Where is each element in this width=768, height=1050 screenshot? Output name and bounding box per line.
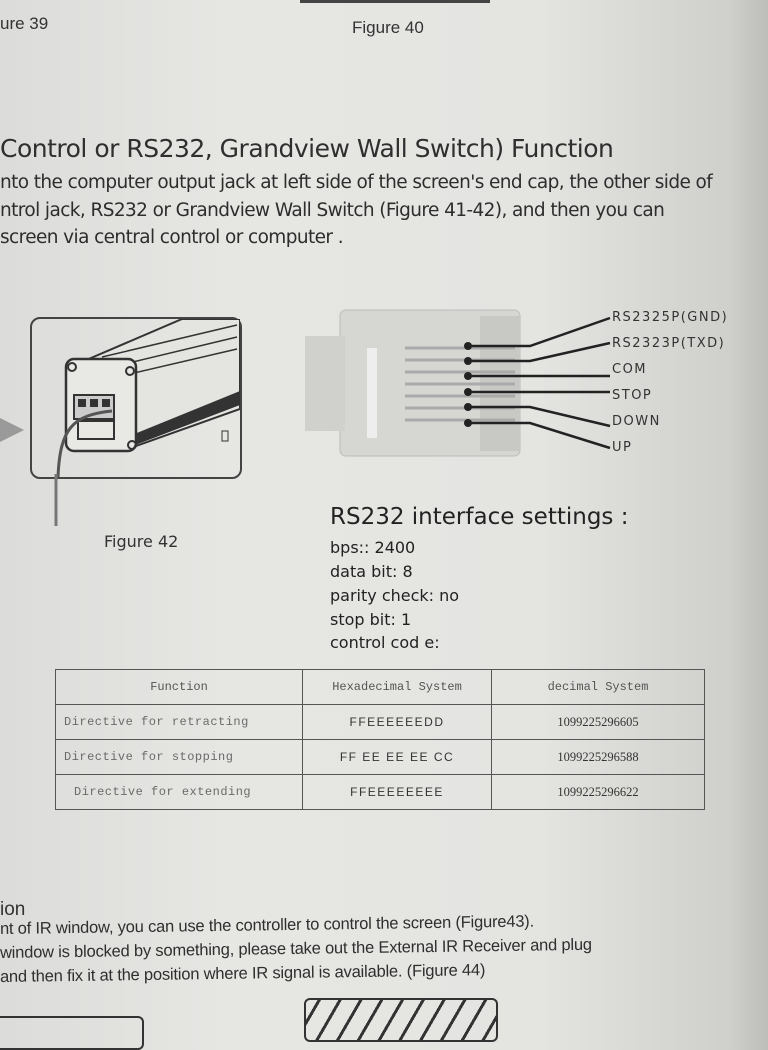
cell-hex: FFEEEEEEDD bbox=[302, 704, 492, 740]
setting-parity: parity check: no bbox=[330, 586, 460, 605]
header-function: Function bbox=[55, 669, 303, 705]
setting-stop-bit: stop bit: 1 bbox=[330, 610, 412, 629]
pin-label-gnd: RS2325P(GND) bbox=[612, 310, 729, 325]
cable-icon bbox=[54, 474, 58, 526]
pin-label-stop: STOP bbox=[612, 388, 653, 403]
ir-line-2: window is blocked by something, please t… bbox=[0, 935, 592, 962]
figure-43-frame bbox=[0, 1016, 144, 1050]
ir-line-3: and then fix it at the position where IR… bbox=[0, 961, 486, 986]
pin-label-com: COM bbox=[612, 362, 648, 377]
table-row: Directive for extending FFEEEEEEEE 10992… bbox=[55, 774, 705, 810]
ir-line-1: nt of IR window, you can use the control… bbox=[0, 912, 535, 938]
paragraph-line-1: nto the computer output jack at left sid… bbox=[0, 172, 713, 193]
pin-label-down: DOWN bbox=[612, 414, 661, 429]
table-row: Directive for retracting FFEEEEEEDD 1099… bbox=[55, 704, 705, 740]
pin-label-txd: RS2323P(TXD) bbox=[612, 336, 726, 351]
figure-40-label: Figure 40 bbox=[352, 18, 424, 37]
figure-42-caption: Figure 42 bbox=[104, 532, 179, 551]
figure-42-illustration bbox=[30, 317, 242, 479]
cell-decimal: 1099225296605 bbox=[491, 704, 705, 740]
cell-decimal: 1099225296588 bbox=[491, 739, 705, 775]
header-hex: Hexadecimal System bbox=[302, 669, 492, 705]
rs232-settings-title: RS232 interface settings : bbox=[330, 504, 629, 530]
cell-hex: FFEEEEEEEE bbox=[302, 774, 492, 810]
header-decimal: decimal System bbox=[491, 669, 705, 705]
figure-39-label: ure 39 bbox=[0, 14, 49, 33]
pin-label-up: UP bbox=[612, 440, 633, 455]
table-header-row: Function Hexadecimal System decimal Syst… bbox=[55, 669, 705, 705]
top-edge-line bbox=[300, 0, 490, 3]
cell-function: Directive for retracting bbox=[55, 704, 303, 740]
control-code-table: Function Hexadecimal System decimal Syst… bbox=[55, 669, 705, 810]
paragraph-line-2: ntrol jack, RS232 or Grandview Wall Swit… bbox=[0, 200, 665, 221]
figure-44-frame bbox=[304, 998, 498, 1042]
screen-endcap-icon bbox=[56, 318, 241, 478]
arrow-icon bbox=[0, 418, 24, 442]
setting-bps: bps:: 2400 bbox=[330, 538, 416, 557]
section-title: Control or RS232, Grandview Wall Switch)… bbox=[0, 134, 614, 163]
table-row: Directive for stopping FF EE EE EE CC 10… bbox=[55, 739, 705, 775]
cell-function: Directive for extending bbox=[55, 774, 303, 810]
setting-control-code: control cod e: bbox=[330, 633, 440, 652]
cell-function: Directive for stopping bbox=[55, 739, 303, 775]
setting-data-bit: data bit: 8 bbox=[330, 562, 413, 581]
pin-leader-lines bbox=[464, 316, 611, 450]
cell-hex: FF EE EE EE CC bbox=[302, 739, 492, 775]
ir-section-title: ion bbox=[0, 899, 26, 920]
cell-decimal: 1099225296622 bbox=[491, 774, 705, 810]
paragraph-line-3: screen via central control or computer . bbox=[0, 227, 344, 248]
